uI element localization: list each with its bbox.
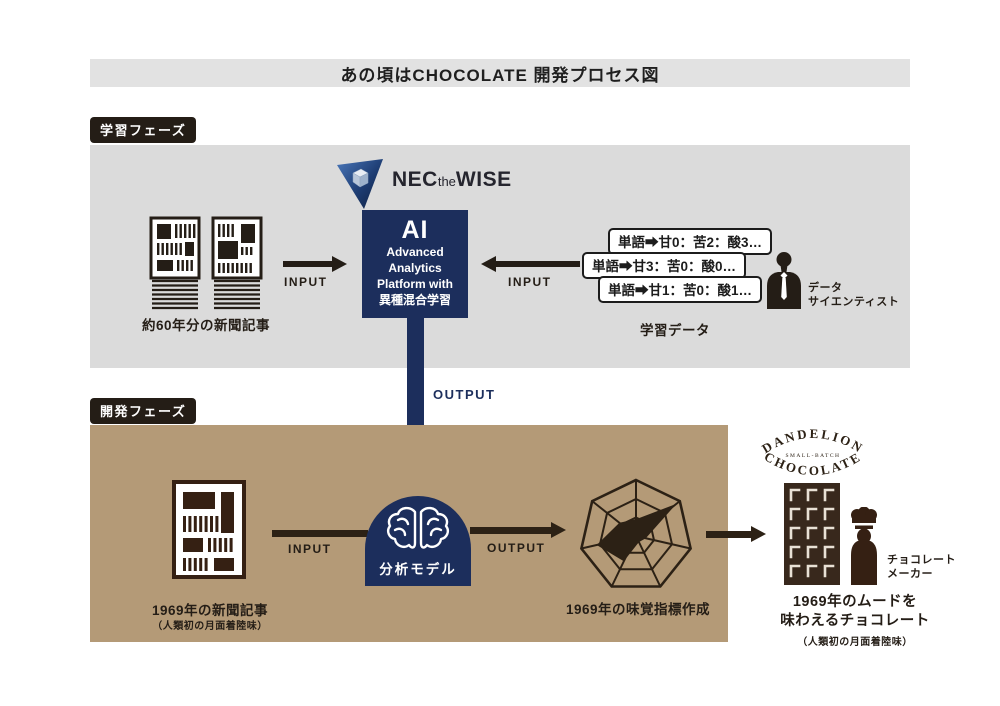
brand-top-text: DANDELION	[759, 428, 864, 456]
output-arrow-vertical	[407, 318, 424, 452]
output-label-vertical: OUTPUT	[433, 387, 496, 402]
wise-logo-text: WISE	[455, 168, 512, 191]
data-scientist-icon	[767, 252, 801, 309]
input-arrowhead-left	[332, 256, 347, 272]
ai-title: AI	[401, 216, 429, 244]
ai-line-1: Advanced	[386, 245, 444, 259]
newspapers-label: 約60年分の新聞記事	[141, 318, 271, 333]
maker-label: チョコレート メーカー	[887, 553, 956, 581]
training-box-1: 単語➡甘0：苦2：酸3…	[608, 228, 773, 255]
page-title: あの頃はCHOCOLATE 開発プロセス図	[90, 59, 910, 87]
taste-radar-icon	[579, 478, 693, 588]
dev-output-arrow	[470, 527, 552, 534]
result-label-line2: 味わえるチョコレート	[780, 613, 930, 629]
input-label-left: INPUT	[284, 275, 328, 289]
maker-label-line1: チョコレート	[887, 554, 956, 566]
learning-phase-badge: 学習フェーズ	[90, 117, 197, 143]
dev-input-line	[272, 530, 368, 537]
newspaper-1969-label: 1969年の新聞記事	[151, 603, 269, 618]
newspapers-stack-icon	[149, 216, 263, 310]
scientist-label: データ サイエンティスト	[808, 281, 899, 309]
dev-input-label: INPUT	[288, 542, 332, 556]
input-arrowhead-right	[481, 256, 496, 272]
ai-line-2: Analytics	[388, 261, 442, 275]
maker-label-line2: メーカー	[887, 568, 933, 580]
radar-label: 1969年の味覚指標作成	[565, 602, 711, 617]
input-arrow-right	[495, 261, 580, 267]
dandelion-chocolate-logo: DANDELION SMALL-BATCH CHOCOLATE	[759, 428, 867, 478]
analysis-model-arch: 分析モデル	[365, 496, 471, 586]
ai-line-3: Platform with	[376, 277, 453, 291]
result-label-line1: 1969年のムードを	[792, 594, 918, 610]
nec-triangle-icon	[337, 159, 383, 209]
newspaper-1969-icon	[172, 480, 246, 579]
chocolate-maker-icon	[851, 507, 877, 585]
scientist-label-line2: サイエンティスト	[808, 296, 900, 308]
scientist-label-line1: データ	[808, 282, 843, 294]
dev-output-label: OUTPUT	[487, 541, 546, 555]
result-note: （人類初の月面着陸味）	[797, 637, 913, 648]
input-label-right: INPUT	[508, 275, 552, 289]
input-arrow-left	[283, 261, 333, 267]
brain-icon	[387, 506, 449, 549]
result-arrowhead	[751, 526, 766, 542]
brand-middle-text: SMALL-BATCH	[785, 453, 840, 459]
nec-the-wise-logo: NECtheWISE	[392, 168, 512, 191]
svg-text:DANDELION: DANDELION	[759, 428, 867, 456]
chocolate-bar-icon	[784, 483, 840, 585]
training-box-2: 単語➡甘3：苦0：酸0…	[582, 252, 747, 279]
dev-output-arrowhead	[551, 522, 566, 538]
dev-phase-badge: 開発フェーズ	[90, 398, 197, 424]
result-arrow	[706, 531, 752, 538]
training-data-label: 学習データ	[640, 323, 710, 338]
ai-line-4: 異種混合学習	[378, 293, 451, 307]
newspaper-1969-note: （人類初の月面着陸味）	[152, 621, 268, 632]
ai-platform-box: AI Advanced Analytics Platform with 異種混合…	[362, 210, 468, 318]
nec-logo-text: NEC	[392, 168, 438, 191]
result-label: 1969年のムードを 味わえるチョコレート	[755, 593, 955, 631]
training-box-3: 単語➡甘1：苦0：酸1…	[598, 276, 763, 303]
analysis-model-label: 分析モデル	[379, 562, 457, 577]
